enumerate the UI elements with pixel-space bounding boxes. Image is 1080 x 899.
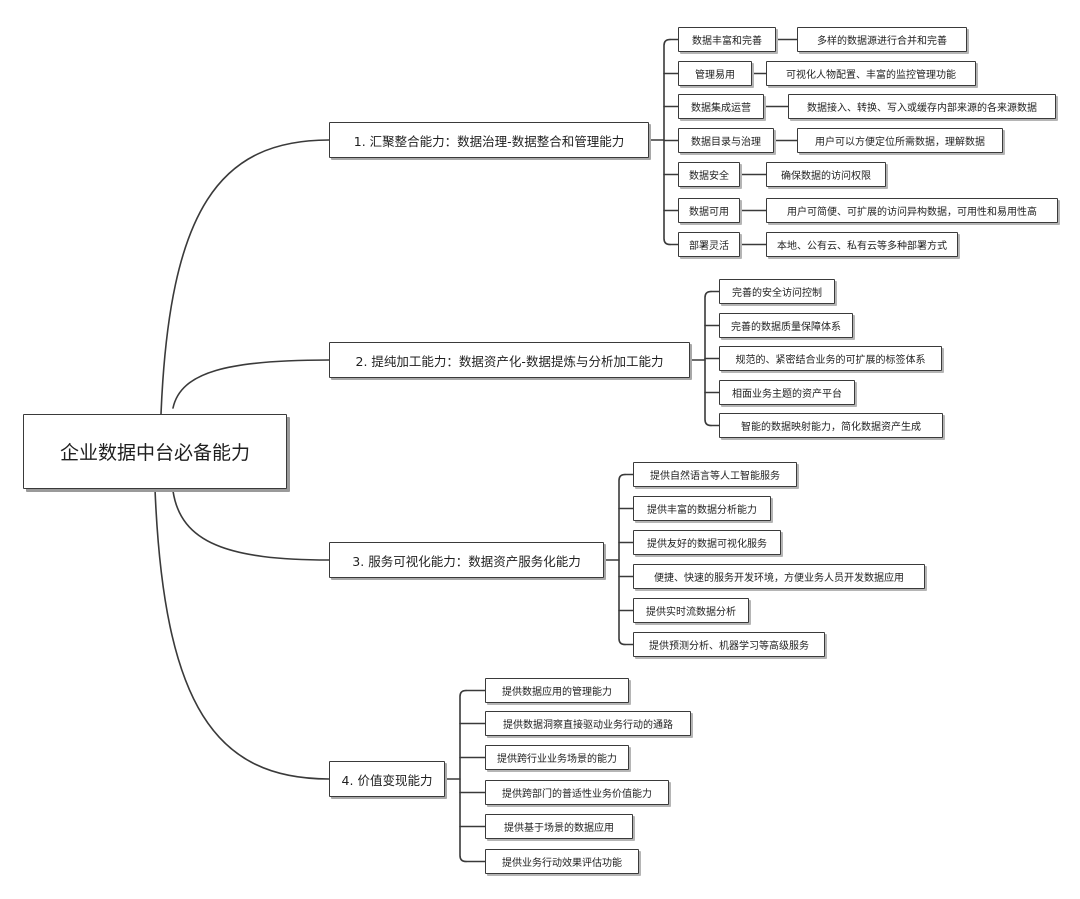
leaf-detail-1-7[interactable]: 本地、公有云、私有云等多种部署方式 <box>766 232 958 257</box>
leaf-topic-1-6[interactable]: 数据可用 <box>678 198 740 223</box>
bracket-spine-3 <box>618 473 626 646</box>
branch-topic-2[interactable]: 2. 提纯加工能力：数据资产化-数据提炼与分析加工能力 <box>329 342 690 378</box>
leaf-topic-4-5[interactable]: 提供基于场景的数据应用 <box>485 814 633 839</box>
leaf-topic-2-4[interactable]: 相面业务主题的资产平台 <box>719 380 855 405</box>
leaf-topic-2-2[interactable]: 完善的数据质量保障体系 <box>719 313 853 338</box>
leaf-detail-1-2[interactable]: 可视化人物配置、丰富的监控管理功能 <box>766 61 976 86</box>
leaf-topic-4-4[interactable]: 提供跨部门的普适性业务价值能力 <box>485 780 669 805</box>
leaf-topic-1-1[interactable]: 数据丰富和完善 <box>678 27 776 52</box>
leaf-topic-2-3[interactable]: 规范的、紧密结合业务的可扩展的标签体系 <box>719 346 942 371</box>
branch-topic-1[interactable]: 1. 汇聚整合能力：数据治理-数据整合和管理能力 <box>329 122 649 158</box>
leaf-detail-1-6[interactable]: 用户可简便、可扩展的访问异构数据，可用性和易用性高 <box>766 198 1058 223</box>
leaf-topic-1-7[interactable]: 部署灵活 <box>678 232 740 257</box>
bracket-spine-1 <box>663 38 671 246</box>
leaf-detail-1-4[interactable]: 用户可以方便定位所需数据，理解数据 <box>797 128 1003 153</box>
leaf-detail-1-1[interactable]: 多样的数据源进行合并和完善 <box>797 27 967 52</box>
branch-connector-1 <box>160 139 330 415</box>
bracket-spine-4 <box>459 689 467 863</box>
root-topic[interactable]: 企业数据中台必备能力 <box>23 414 287 489</box>
leaf-topic-3-1[interactable]: 提供自然语言等人工智能服务 <box>633 462 797 487</box>
branch-connector-2 <box>172 359 330 409</box>
leaf-topic-1-5[interactable]: 数据安全 <box>678 162 740 187</box>
leaf-topic-1-3[interactable]: 数据集成运营 <box>678 94 764 119</box>
leaf-topic-4-3[interactable]: 提供跨行业业务场景的能力 <box>485 745 629 770</box>
leaf-topic-4-2[interactable]: 提供数据洞察直接驱动业务行动的通路 <box>485 711 691 736</box>
leaf-topic-4-1[interactable]: 提供数据应用的管理能力 <box>485 678 629 703</box>
leaf-topic-3-4[interactable]: 便捷、快速的服务开发环境，方便业务人员开发数据应用 <box>633 564 925 589</box>
leaf-topic-3-5[interactable]: 提供实时流数据分析 <box>633 598 749 623</box>
leaf-topic-1-4[interactable]: 数据目录与治理 <box>678 128 774 153</box>
leaf-topic-4-6[interactable]: 提供业务行动效果评估功能 <box>485 849 639 874</box>
leaf-topic-3-3[interactable]: 提供友好的数据可视化服务 <box>633 530 781 555</box>
branch-topic-4[interactable]: 4. 价值变现能力 <box>329 761 445 797</box>
leaf-topic-1-2[interactable]: 管理易用 <box>678 61 752 86</box>
branch-connector-4 <box>154 488 330 780</box>
leaf-detail-1-5[interactable]: 确保数据的访问权限 <box>766 162 886 187</box>
branch-connector-3 <box>172 490 330 561</box>
leaf-topic-3-2[interactable]: 提供丰富的数据分析能力 <box>633 496 771 521</box>
leaf-topic-2-5[interactable]: 智能的数据映射能力，简化数据资产生成 <box>719 413 943 438</box>
leaf-detail-1-3[interactable]: 数据接入、转换、写入或缓存内部来源的各来源数据 <box>788 94 1056 119</box>
branch-topic-3[interactable]: 3. 服务可视化能力：数据资产服务化能力 <box>329 542 604 578</box>
leaf-topic-3-6[interactable]: 提供预测分析、机器学习等高级服务 <box>633 632 825 657</box>
leaf-topic-2-1[interactable]: 完善的安全访问控制 <box>719 279 835 304</box>
